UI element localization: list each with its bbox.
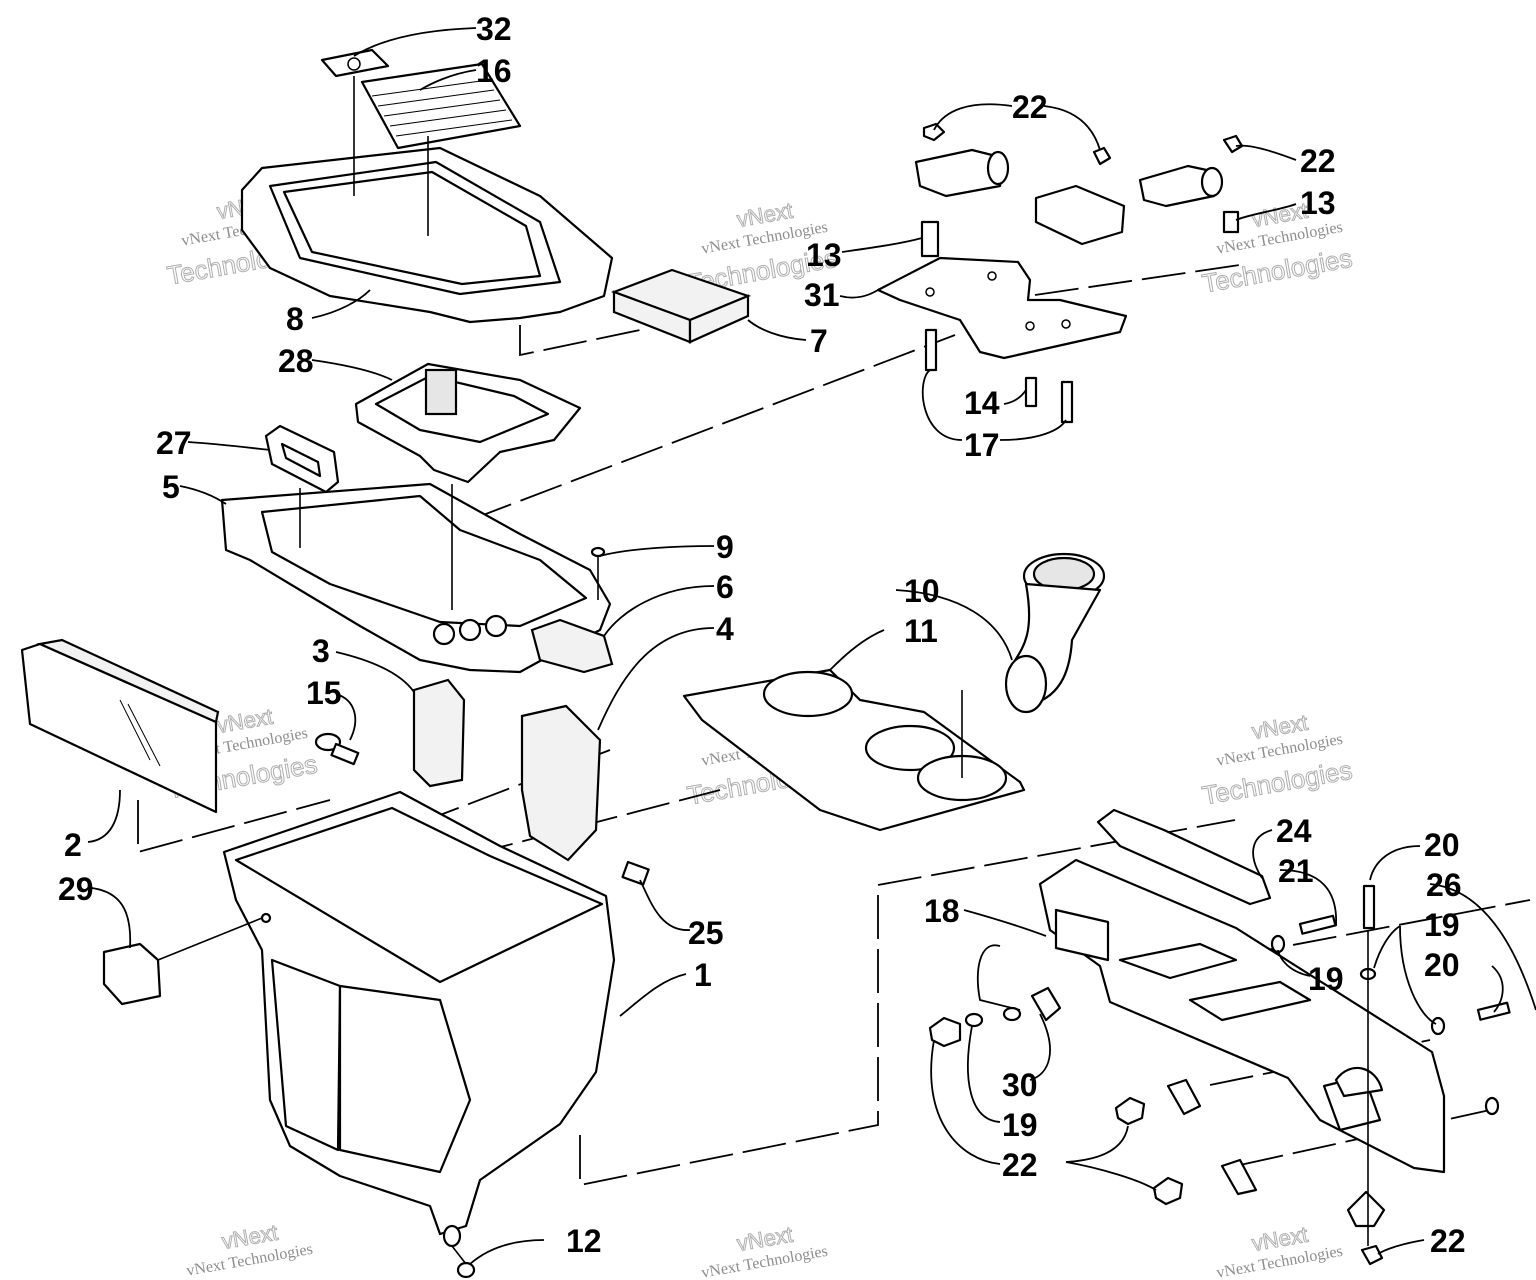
callout-17: 17 (964, 427, 1000, 463)
callout-22-corner: 22 (1430, 1223, 1466, 1259)
callout-13-top: 13 (806, 237, 842, 273)
callout-32: 32 (476, 11, 512, 47)
part-10-boot (961, 552, 1106, 778)
hardware-front (928, 884, 1511, 1266)
part-15-fitting (314, 732, 360, 766)
part-3-foam-pad (412, 678, 466, 788)
callout-3: 3 (312, 633, 330, 669)
part-8-lid (240, 76, 614, 324)
part-12-drain (451, 1245, 476, 1279)
part-7-filter (610, 268, 752, 344)
part-32-label (320, 48, 390, 78)
callout-6: 6 (716, 569, 734, 605)
part-29-clip (102, 917, 263, 1006)
callout-22-top: 22 (1012, 89, 1048, 125)
callout-1: 1 (694, 957, 712, 993)
part-16-decal (360, 62, 522, 150)
part-5-airbox-top (220, 482, 612, 674)
callout-25: 25 (688, 915, 724, 951)
part-24-trim (1096, 808, 1272, 906)
part-27-grommet (264, 424, 340, 494)
callout-7: 7 (810, 323, 828, 359)
callout-10: 10 (904, 573, 940, 609)
leader-lines (87, 27, 1536, 1265)
part-18-bracket (1038, 858, 1446, 1174)
part-28-intake (354, 362, 582, 484)
callout-21: 21 (1278, 853, 1314, 889)
callout-31: 31 (804, 277, 840, 313)
callout-26: 26 (1426, 867, 1462, 903)
part-6-foam (530, 618, 614, 674)
callout-14: 14 (964, 385, 1000, 421)
callout-19-a: 19 (1424, 907, 1460, 943)
callout-22-right: 22 (1300, 143, 1336, 179)
callout-12: 12 (566, 1223, 602, 1259)
part-25-plug (621, 860, 650, 886)
part-1-airbox (222, 790, 616, 1248)
callout-29: 29 (58, 871, 94, 907)
callout-20-b: 20 (1424, 947, 1460, 983)
part-30-rod (976, 944, 1021, 1011)
watermark: vNext vNext Technologies Technologies (1199, 709, 1355, 811)
part-4-foam-pad (520, 704, 602, 862)
callout-16: 16 (476, 53, 512, 89)
spacers (920, 210, 1240, 258)
bolts-14-17 (924, 328, 1074, 424)
callout-numbers: 32 16 8 7 28 27 5 9 6 4 3 15 2 29 25 1 1… (58, 11, 1466, 1259)
callout-4: 4 (716, 611, 734, 647)
callout-5: 5 (162, 469, 180, 505)
watermark: vNext vNext Technologies (1215, 1221, 1344, 1280)
callout-19-b: 19 (1308, 961, 1344, 997)
callout-11: 11 (904, 613, 938, 649)
relay-left (914, 122, 1010, 198)
callout-15: 15 (306, 675, 342, 711)
watermark: vNext vNext Technologies (185, 1219, 314, 1280)
callout-13-right: 13 (1300, 185, 1336, 221)
module-center (1034, 146, 1126, 246)
part-9-screw (590, 546, 606, 600)
part-2-side-panel (20, 638, 220, 814)
callout-8: 8 (286, 301, 304, 337)
callout-24: 24 (1276, 813, 1312, 849)
callout-27: 27 (156, 425, 192, 461)
callout-9: 9 (716, 529, 734, 565)
watermark: vNext vNext Technologies (700, 1221, 829, 1280)
callout-2: 2 (64, 827, 82, 863)
callout-20-a: 20 (1424, 827, 1460, 863)
callout-18: 18 (924, 893, 960, 929)
callout-22-bottom: 22 (1002, 1147, 1038, 1183)
part-31-bracket (876, 256, 1128, 360)
callout-28: 28 (278, 343, 314, 379)
callout-19-c: 19 (1002, 1107, 1038, 1143)
callout-30: 30 (1002, 1067, 1038, 1103)
relay-right (1138, 134, 1244, 208)
